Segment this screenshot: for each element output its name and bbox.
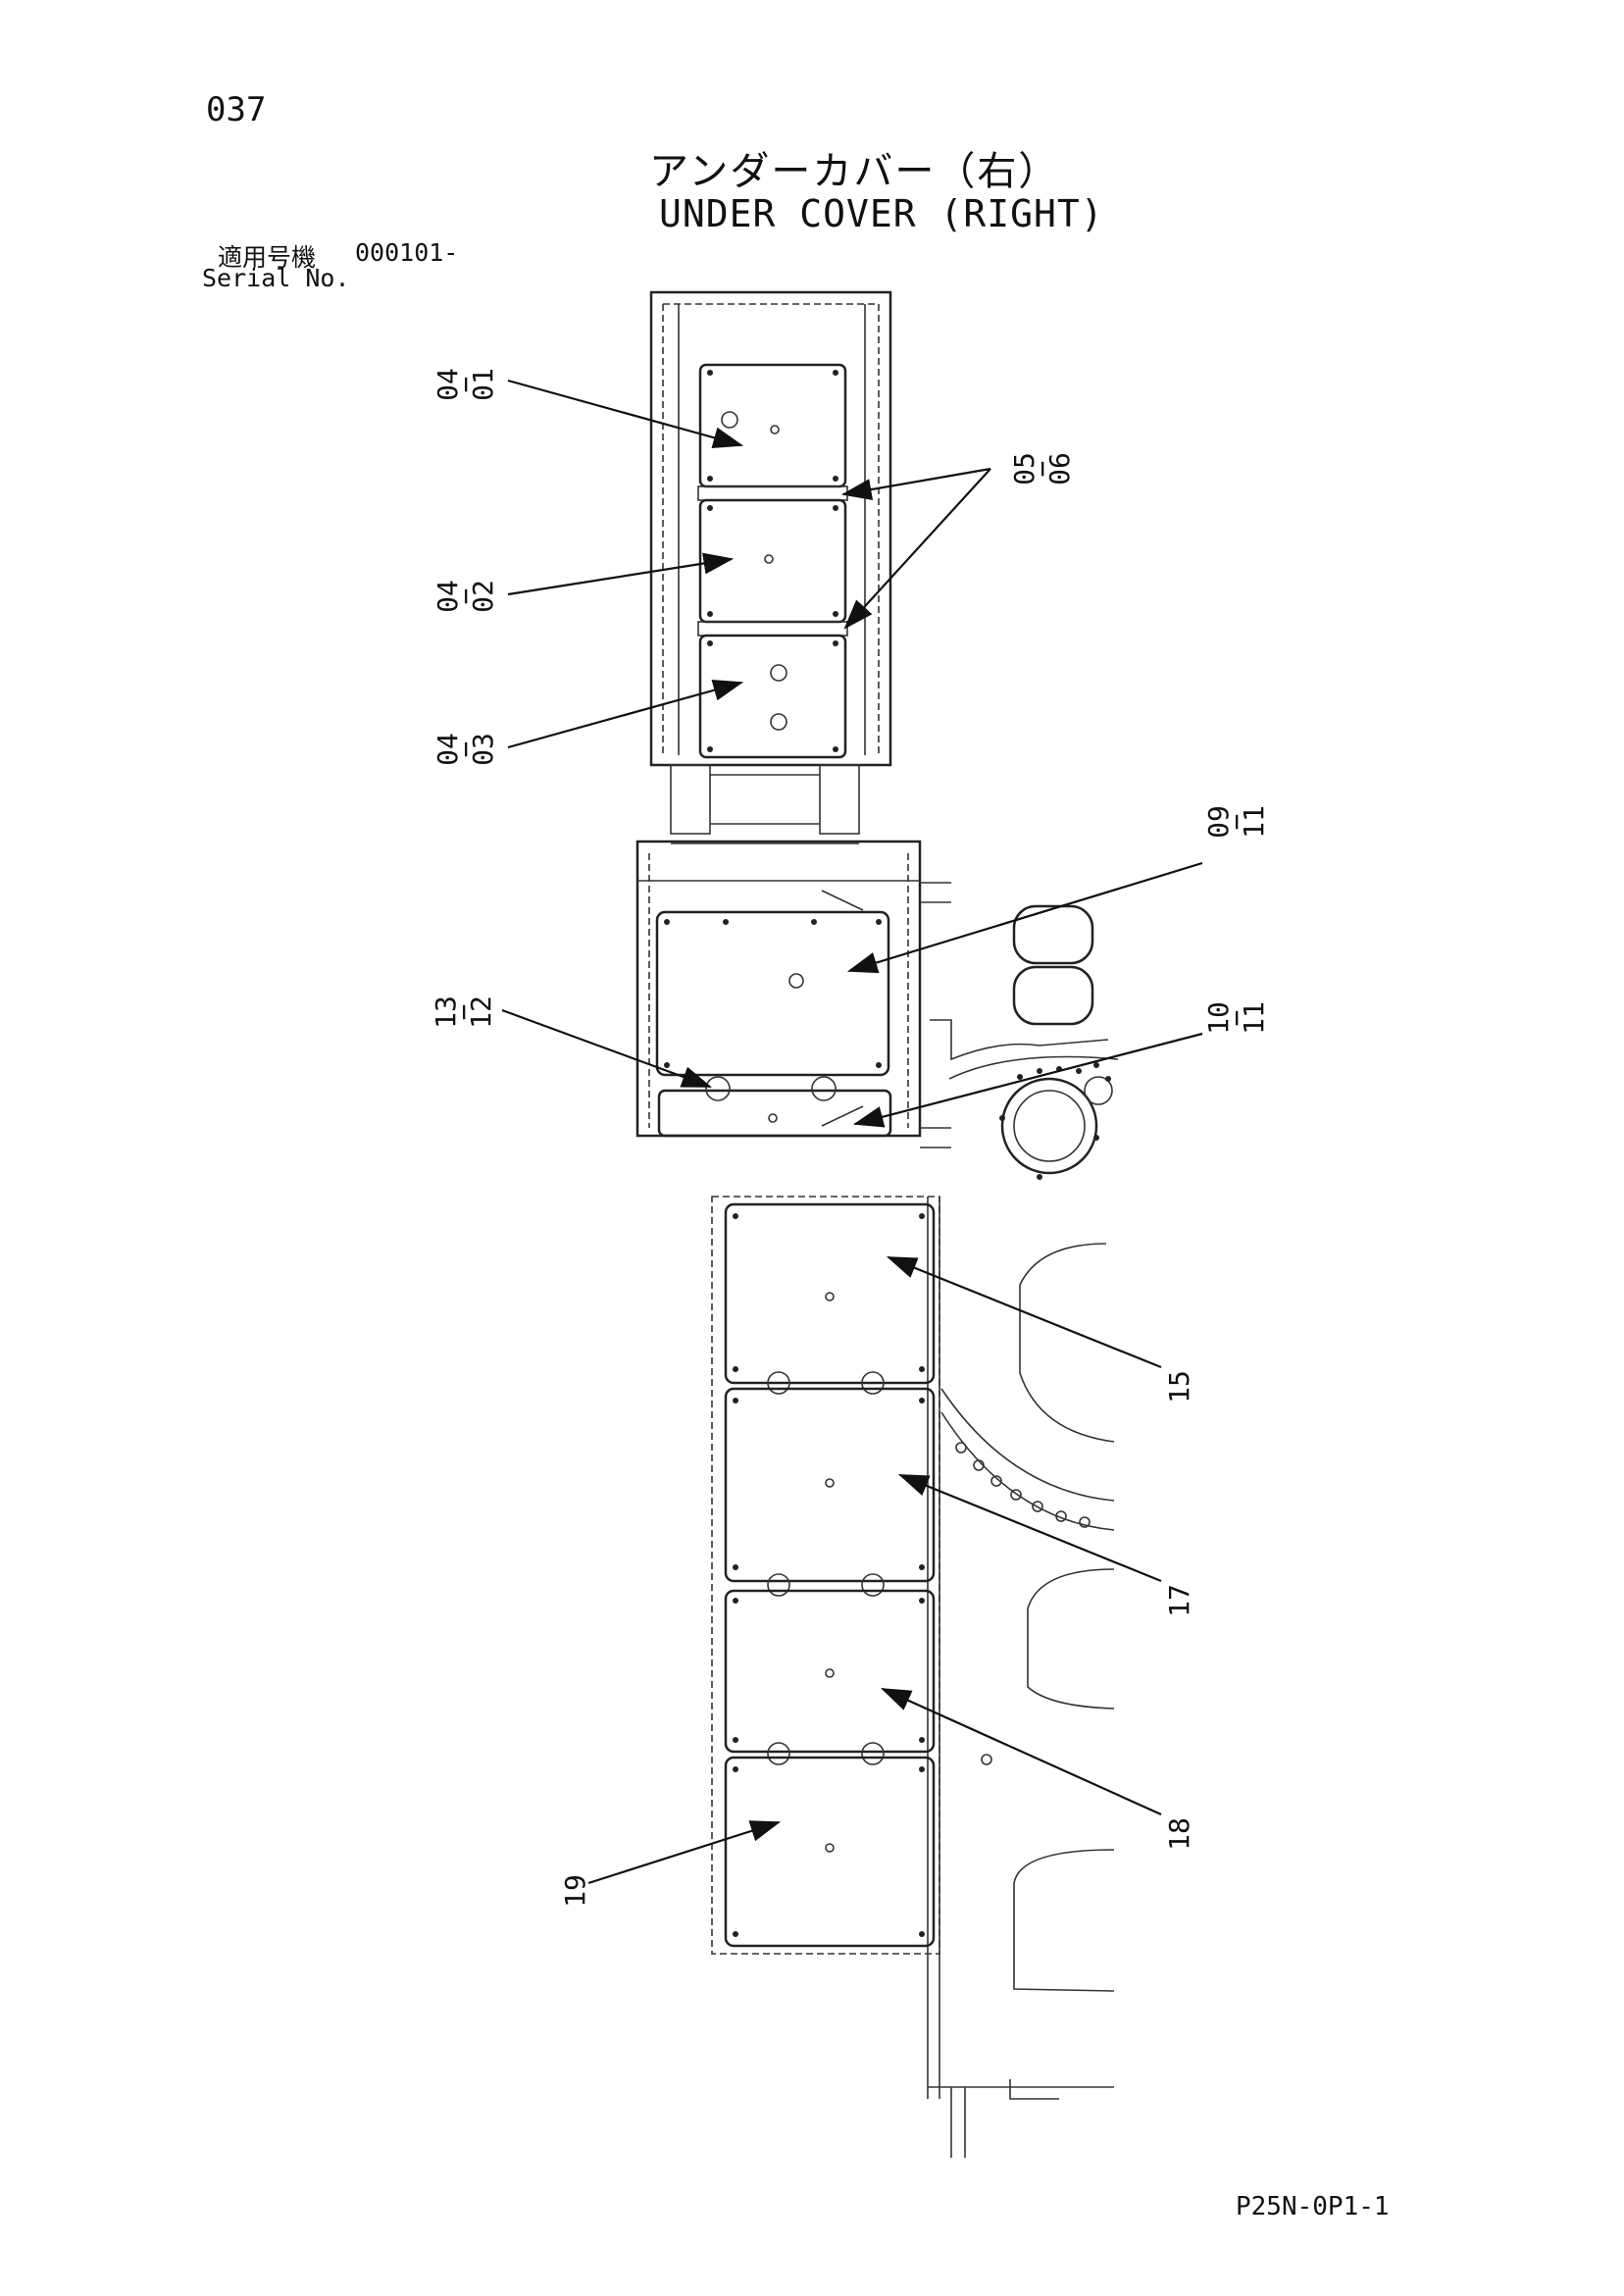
- page-title-english: UNDER COVER (RIGHT): [659, 192, 1104, 235]
- upper-cover-frame: [649, 290, 892, 844]
- callout-15-part: 15: [1163, 1370, 1195, 1403]
- callout-10-11-sub: 11: [1238, 1001, 1270, 1035]
- callout-05-06-sub: 06: [1043, 452, 1076, 485]
- serial-label-english: Serial No.: [202, 264, 350, 292]
- cover-plate-18: [724, 1589, 936, 1754]
- cover-joint-strip-lower: [697, 621, 848, 637]
- cover-plate-10: [657, 1089, 892, 1138]
- callout-09-11-part: 09: [1202, 805, 1235, 839]
- callout-13-12-sub: 12: [465, 995, 497, 1029]
- lower-cover-frame: [711, 1196, 940, 2099]
- callout-10-11-part: 10: [1202, 1001, 1235, 1035]
- page-title-japanese: アンダーカバー（右）: [649, 149, 1060, 194]
- bolt-ring-18-right: [861, 1742, 885, 1765]
- bolt-ring-17-right: [861, 1573, 885, 1597]
- callout-09-11: 09 − 11: [1202, 805, 1270, 839]
- bolt-ring-15-left: [767, 1371, 790, 1395]
- callout-13-12-part: 13: [430, 995, 462, 1029]
- callout-05-06-part: 05: [1008, 452, 1040, 485]
- serial-number-value: 000101-: [355, 238, 459, 267]
- callout-15: 15: [1163, 1370, 1195, 1403]
- callout-04-02-sub: 02: [467, 580, 499, 613]
- drawing-code: P25N-0P1-1: [1236, 2192, 1390, 2221]
- svg-text:−: −: [449, 588, 482, 605]
- callout-17: 17: [1163, 1584, 1195, 1617]
- callout-05-06: 05 − 06: [1008, 452, 1076, 485]
- callout-04-03-part: 04: [431, 733, 464, 766]
- machine-body-outline: [928, 904, 1119, 2158]
- callout-17-part: 17: [1163, 1584, 1195, 1617]
- callout-09-11-sub: 11: [1238, 805, 1270, 839]
- callout-04-03: 04 − 03: [431, 733, 499, 766]
- callout-04-02: 04 − 02: [431, 580, 499, 613]
- cover-plate-17: [724, 1387, 936, 1583]
- svg-text:−: −: [1026, 461, 1058, 478]
- cover-plate-09: [655, 910, 890, 1077]
- bolt-ring-17-left: [767, 1573, 790, 1597]
- callout-18: 18: [1163, 1817, 1195, 1851]
- bolt-washer-ring-left: [705, 1076, 731, 1101]
- callout-10-11: 10 − 11: [1202, 1001, 1270, 1035]
- callout-04-01-part: 04: [431, 368, 464, 401]
- callout-04-02-part: 04: [431, 580, 464, 613]
- svg-text:−: −: [449, 377, 482, 393]
- cover-joint-strip-upper: [697, 485, 848, 501]
- cover-plate-15: [724, 1202, 936, 1385]
- bolt-washer-ring-right: [811, 1076, 837, 1101]
- cover-plate-04-01: [698, 363, 847, 488]
- svg-text:−: −: [449, 741, 482, 758]
- callout-13-12: 13 − 12: [430, 995, 497, 1029]
- svg-text:−: −: [1220, 814, 1252, 831]
- middle-cover-frame: [635, 840, 951, 1148]
- callout-19: 19: [559, 1874, 591, 1908]
- bolt-ring-18-left: [767, 1742, 790, 1765]
- callout-19-part: 19: [559, 1874, 591, 1908]
- callout-04-01: 04 − 01: [431, 368, 499, 401]
- cover-plate-04-03: [698, 634, 847, 759]
- callout-04-01-sub: 01: [467, 368, 499, 401]
- callout-18-part: 18: [1163, 1817, 1195, 1851]
- svg-text:−: −: [1220, 1010, 1252, 1027]
- page-number: 037: [206, 90, 267, 129]
- svg-text:−: −: [447, 1004, 480, 1021]
- bolt-ring-15-right: [861, 1371, 885, 1395]
- serial-label-japanese: 適用号機: [218, 243, 317, 272]
- leader-lines: [501, 379, 1203, 1885]
- callout-04-03-sub: 03: [467, 733, 499, 766]
- cover-plate-19: [724, 1756, 936, 1948]
